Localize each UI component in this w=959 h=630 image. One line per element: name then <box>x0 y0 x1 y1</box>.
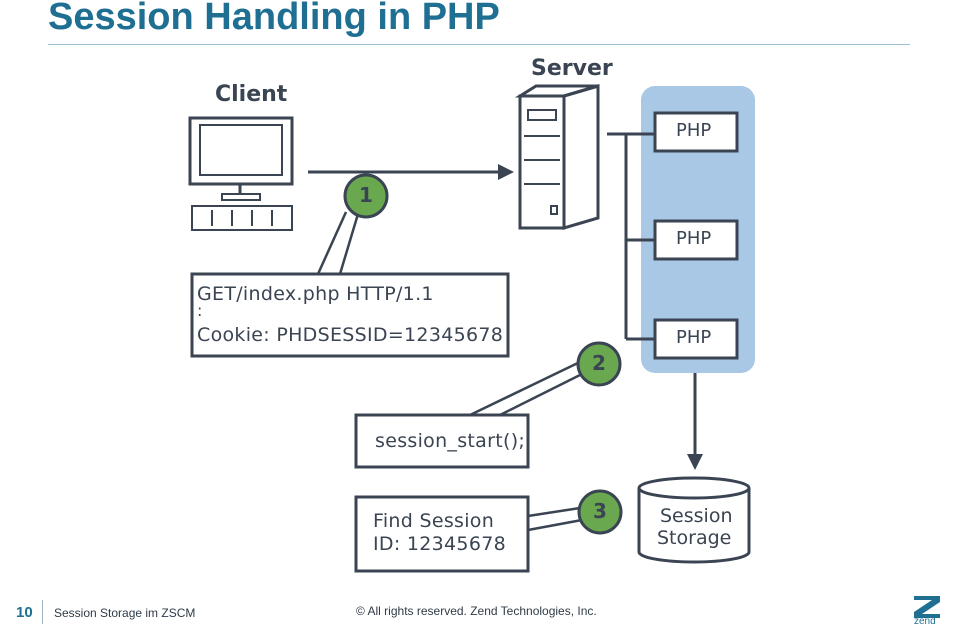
slide-title: Session Handling in PHP <box>48 0 500 38</box>
client-computer-icon <box>188 116 294 231</box>
php-node-label-1: PHP <box>676 120 712 141</box>
server-tower-icon <box>514 83 600 231</box>
step-number-1: 1 <box>359 183 373 207</box>
storage-label-line-2: Storage <box>657 527 732 549</box>
title-divider <box>48 44 910 45</box>
find-session-box <box>354 495 530 573</box>
footer-section-label: Session Storage im ZSCM <box>54 606 196 620</box>
session-storage-cylinder <box>637 476 751 564</box>
footer-copyright: © All rights reserved. Zend Technologies… <box>356 604 597 618</box>
session-start-box <box>354 413 530 469</box>
request-line-ellipsis: : <box>197 301 203 320</box>
storage-label-line-1: Session <box>660 505 733 527</box>
php-connector-lines <box>607 132 655 341</box>
server-label: Server <box>531 56 613 81</box>
request-callout-box <box>190 272 510 358</box>
request-arrow <box>308 164 514 180</box>
zend-logo-text: zend <box>914 616 936 627</box>
find-session-line-1: Find Session <box>373 510 495 532</box>
php-node-box-1 <box>653 111 739 153</box>
php-node-label-2: PHP <box>676 228 712 249</box>
step-badge-2 <box>576 341 622 387</box>
step-number-3: 3 <box>593 499 607 523</box>
page-number: 10 <box>16 604 33 621</box>
php-node-box-2 <box>653 219 739 261</box>
php-node-label-3: PHP <box>676 327 712 348</box>
find-session-line-2: ID: 12345678 <box>373 533 506 555</box>
callout-tail-1 <box>316 211 360 275</box>
zend-logo-icon <box>914 596 940 618</box>
step-badge-3 <box>577 489 623 535</box>
session-start-label: session_start(); <box>375 430 526 452</box>
php-node-box-3 <box>653 318 739 360</box>
callout-tail-3 <box>527 506 583 532</box>
step-badge-1 <box>343 173 389 219</box>
storage-arrow <box>687 373 703 470</box>
step-number-2: 2 <box>592 351 606 375</box>
request-line-get: GET/index.php HTTP/1.1 <box>197 283 434 305</box>
client-label: Client <box>215 82 288 107</box>
footer-divider <box>42 600 43 624</box>
request-line-cookie: Cookie: PHDSESSID=12345678 <box>197 324 504 346</box>
callout-tail-2 <box>469 359 587 417</box>
